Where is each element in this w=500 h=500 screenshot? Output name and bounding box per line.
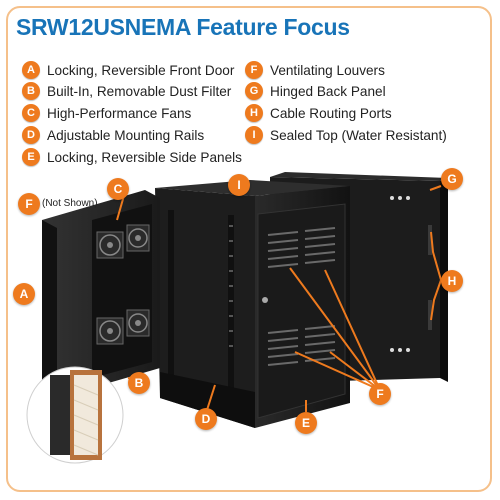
feature-item-e: E Locking, Reversible Side Panels xyxy=(22,148,242,166)
feature-label-d: Adjustable Mounting Rails xyxy=(47,127,205,143)
callout-g: G xyxy=(441,168,463,190)
not-shown-note: (Not Shown) xyxy=(42,198,98,209)
callout-f: F xyxy=(369,383,391,405)
callout-a: A xyxy=(13,283,35,305)
feature-badge-d: D xyxy=(22,126,40,144)
feature-label-g: Hinged Back Panel xyxy=(270,83,386,99)
feature-item-d: D Adjustable Mounting Rails xyxy=(22,126,204,144)
side-panel-louvers xyxy=(257,203,346,419)
fan-icon xyxy=(96,224,150,345)
feature-item-h: H Cable Routing Ports xyxy=(245,104,392,122)
page-title: SRW12USNEMA Feature Focus xyxy=(16,14,350,40)
front-door xyxy=(42,190,160,398)
feature-label-h: Cable Routing Ports xyxy=(270,105,392,121)
feature-item-a: A Locking, Reversible Front Door xyxy=(22,61,234,79)
feature-item-i: I Sealed Top (Water Resistant) xyxy=(245,126,447,144)
feature-badge-e: E xyxy=(22,148,40,166)
callout-d: D xyxy=(195,408,217,430)
feature-badge-i: I xyxy=(245,126,263,144)
feature-item-f: F Ventilating Louvers xyxy=(245,61,385,79)
feature-label-e: Locking, Reversible Side Panels xyxy=(47,149,242,165)
dust-filter-inset xyxy=(26,366,124,464)
feature-label-b: Built-In, Removable Dust Filter xyxy=(47,83,232,99)
callout-i: I xyxy=(228,174,250,196)
feature-item-c: C High-Performance Fans xyxy=(22,104,191,122)
feature-item-g: G Hinged Back Panel xyxy=(245,82,386,100)
callout-f-not-shown: F xyxy=(18,193,40,215)
feature-badge-g: G xyxy=(245,82,263,100)
feature-badge-h: H xyxy=(245,104,263,122)
feature-item-b: B Built-In, Removable Dust Filter xyxy=(22,82,231,100)
feature-label-f: Ventilating Louvers xyxy=(270,62,385,78)
feature-badge-f: F xyxy=(245,61,263,79)
feature-label-a: Locking, Reversible Front Door xyxy=(47,62,235,78)
callout-e: E xyxy=(295,412,317,434)
feature-label-c: High-Performance Fans xyxy=(47,105,192,121)
feature-badge-c: C xyxy=(22,104,40,122)
callout-h: H xyxy=(441,270,463,292)
feature-badge-b: B xyxy=(22,82,40,100)
callout-c: C xyxy=(107,178,129,200)
feature-label-i: Sealed Top (Water Resistant) xyxy=(270,127,447,143)
feature-badge-a: A xyxy=(22,61,40,79)
callout-b: B xyxy=(128,372,150,394)
